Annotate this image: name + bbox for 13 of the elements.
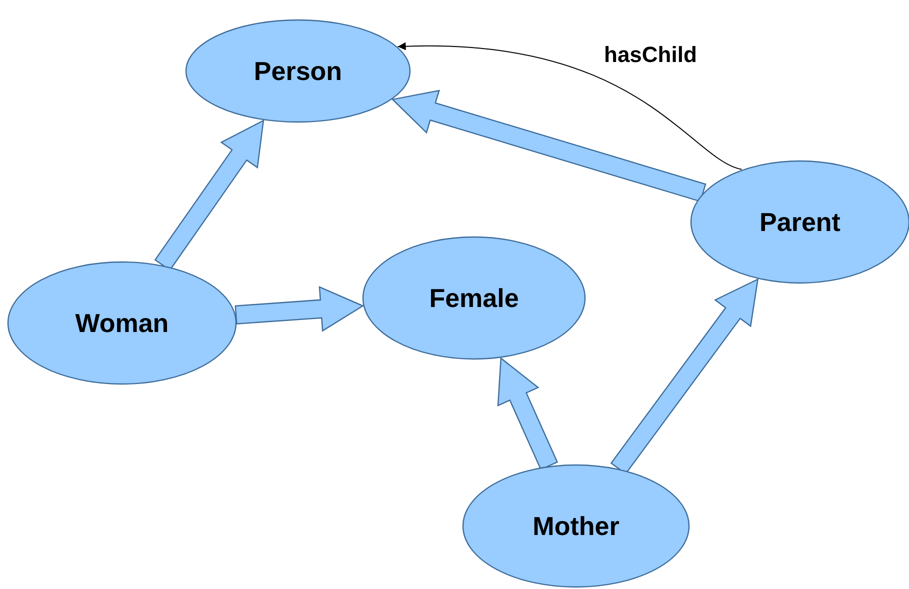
- node-label: Woman: [75, 308, 169, 338]
- class-ellipse: [185, 19, 411, 123]
- class-ellipse: [7, 261, 237, 385]
- node-label: Mother: [532, 510, 620, 542]
- node-label: Female: [429, 282, 519, 314]
- block-arrow: [234, 286, 364, 332]
- block-arrow: [497, 357, 558, 470]
- arrow: [397, 42, 742, 170]
- class-ellipse: [462, 464, 690, 588]
- block-arrow: [391, 90, 706, 202]
- node-label: Person: [254, 56, 342, 86]
- node-label: Parent: [760, 206, 840, 238]
- class-ellipse: [362, 236, 586, 360]
